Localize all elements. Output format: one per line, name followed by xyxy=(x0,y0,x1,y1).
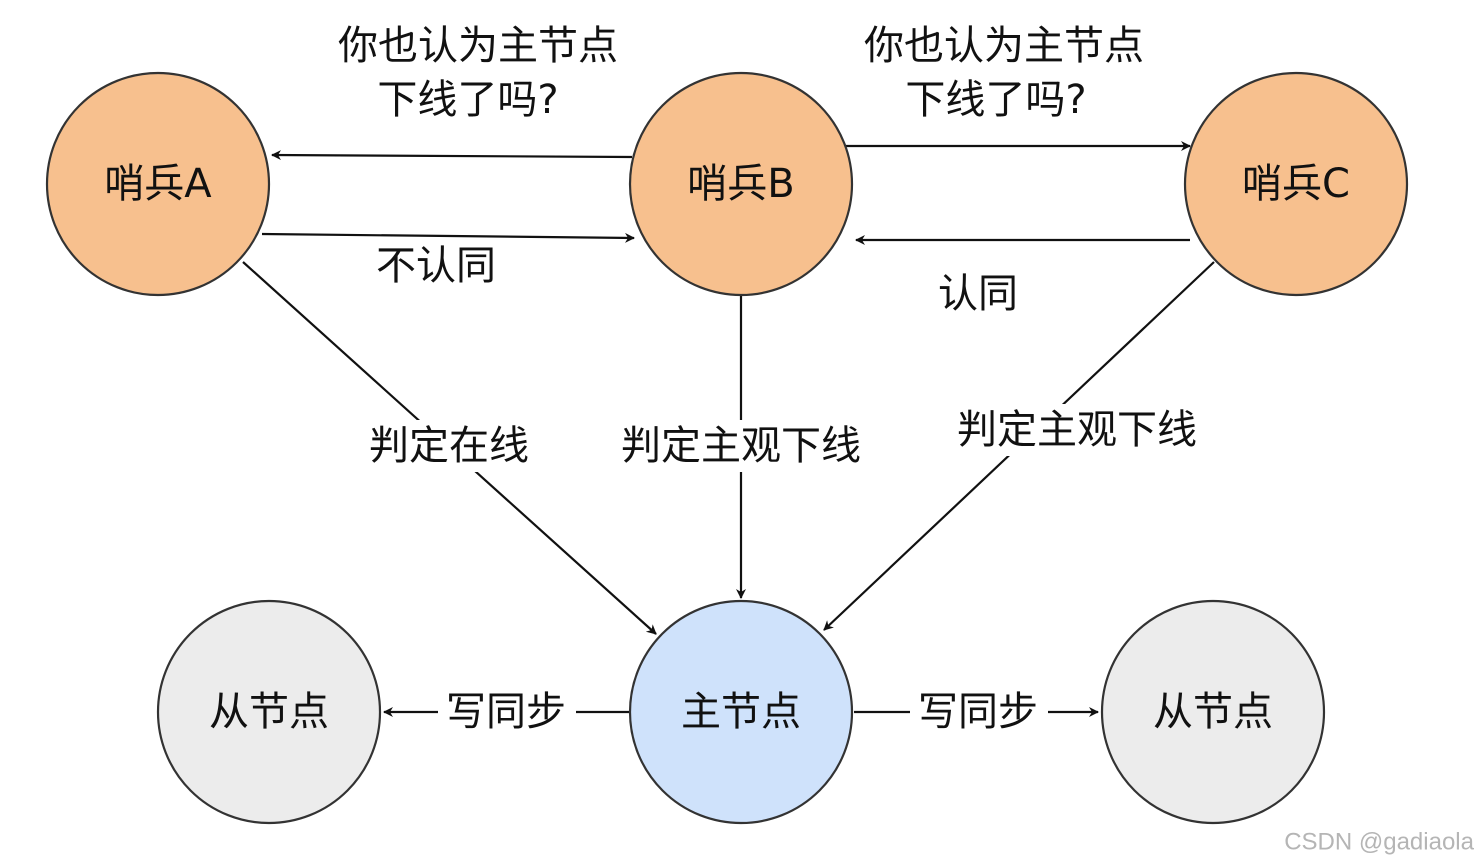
edge-master-to-left-label-bg xyxy=(438,688,576,736)
edge-b-to-master-label: 判定主观下线 xyxy=(621,423,861,469)
node-replica-right: 从节点 xyxy=(1100,599,1326,825)
edge-b-to-c-query-label-line1: 你也认为主节点 xyxy=(864,23,1144,69)
node-sentinel-b-circle xyxy=(628,71,854,297)
edge-a-to-b-reply-arrow xyxy=(261,232,635,243)
node-sentinel-a-circle xyxy=(45,71,271,297)
edge-b-to-a-query-label-line2: 下线了吗? xyxy=(377,77,558,123)
edge-b-to-a-query-arrow xyxy=(271,150,633,161)
edge-master-to-left-label: 写同步 xyxy=(446,689,566,735)
edge-master-to-right-label-bg xyxy=(910,688,1048,736)
node-replica-left-label: 从节点 xyxy=(209,689,329,735)
edge-b-to-master-label-bg xyxy=(606,420,876,472)
node-sentinel-b-label: 哨兵B xyxy=(687,161,794,207)
node-sentinel-c: 哨兵C xyxy=(1183,71,1409,297)
node-sentinel-b: 哨兵B xyxy=(628,71,854,297)
edge-c-to-master-label: 判定主观下线 xyxy=(957,407,1197,453)
edge-b-to-c-query-label-line2: 下线了吗? xyxy=(905,77,1086,123)
node-sentinel-c-label: 哨兵C xyxy=(1242,161,1350,207)
node-replica-right-circle xyxy=(1100,599,1326,825)
node-replica-left: 从节点 xyxy=(156,599,382,825)
watermark: CSDN @gadiaola xyxy=(1284,829,1474,856)
node-master: 主节点 xyxy=(628,599,854,825)
edge-a-to-master-label: 判定在线 xyxy=(369,423,529,469)
edge-a-to-master-label-bg xyxy=(358,420,540,472)
node-master-circle xyxy=(628,599,854,825)
node-sentinel-a-label: 哨兵A xyxy=(104,161,212,207)
node-sentinel-a: 哨兵A xyxy=(45,71,271,297)
node-replica-right-label: 从节点 xyxy=(1153,689,1273,735)
edge-master-to-right-label: 写同步 xyxy=(918,689,1038,735)
node-master-label: 主节点 xyxy=(681,689,801,735)
edge-c-to-b-reply-label: 认同 xyxy=(938,271,1018,317)
edge-a-to-b-reply-label: 不认同 xyxy=(376,243,496,289)
edge-b-to-a-query-label-line1: 你也认为主节点 xyxy=(338,23,618,69)
node-replica-left-circle xyxy=(156,599,382,825)
edge-c-to-master-label-bg xyxy=(942,404,1212,456)
node-sentinel-c-circle xyxy=(1183,71,1409,297)
